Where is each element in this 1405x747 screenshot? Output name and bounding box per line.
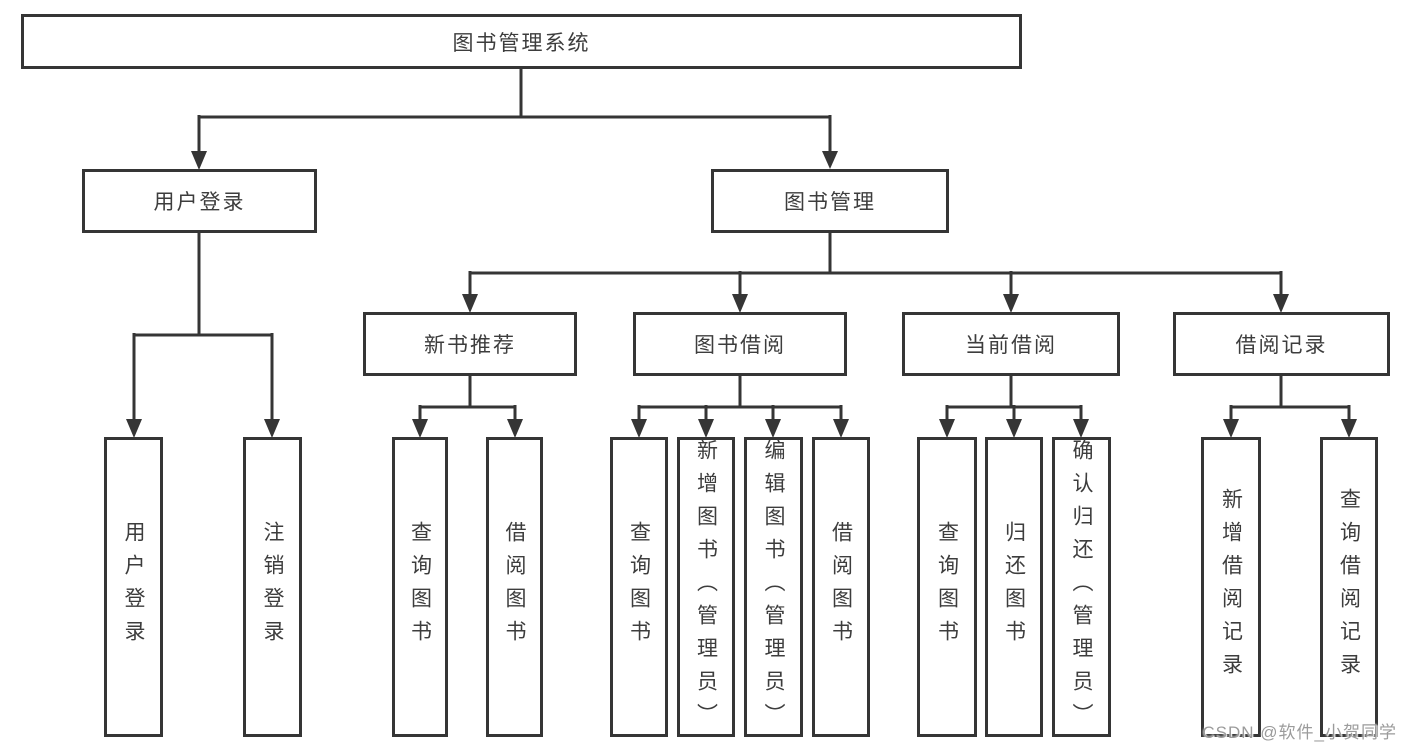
leaf-user-login: 用户登录 <box>104 437 163 737</box>
leaf-return-book: 归还图书 <box>985 437 1043 737</box>
node-user-login: 用户登录 <box>82 169 317 233</box>
arrowhead-icon <box>126 419 142 438</box>
csdn-watermark: CSDN @软件_小贺同学 <box>1202 723 1397 742</box>
arrowhead-icon <box>1341 419 1357 438</box>
arrowhead-icon <box>833 419 849 438</box>
leaf-query-book-borrow: 查询图书 <box>610 437 668 737</box>
leaf-label: 编辑图书（管理员） <box>762 438 785 736</box>
arrowhead-icon <box>822 151 838 169</box>
node-root: 图书管理系统 <box>21 14 1022 69</box>
leaf-query-book-recommend: 查询图书 <box>392 437 448 737</box>
arrowhead-icon <box>698 419 714 438</box>
leaf-label: 查询图书 <box>935 521 959 653</box>
node-book-management: 图书管理 <box>711 169 949 233</box>
arrowhead-icon <box>462 294 478 313</box>
leaf-label: 新增图书（管理员） <box>694 438 718 736</box>
arrowhead-icon <box>631 419 647 438</box>
leaf-borrow-book-recommend: 借阅图书 <box>486 437 543 737</box>
arrowhead-icon <box>1006 419 1022 438</box>
leaf-logout-login: 注销登录 <box>243 437 302 737</box>
leaf-label: 查询图书 <box>408 521 432 653</box>
leaf-label: 注销登录 <box>261 521 284 653</box>
leaf-confirm-return-admin: 确认归还（管理员） <box>1052 437 1111 737</box>
leaf-label: 借阅图书 <box>829 521 853 653</box>
arrowhead-icon <box>412 419 428 438</box>
arrowhead-icon <box>507 419 523 438</box>
leaf-label: 新增借阅记录 <box>1219 488 1243 686</box>
leaf-label: 用户登录 <box>122 521 145 653</box>
arrowhead-icon <box>1273 294 1289 313</box>
node-current-borrow: 当前借阅 <box>902 312 1120 376</box>
arrowhead-icon <box>765 419 781 438</box>
arrowhead-icon <box>1003 294 1019 313</box>
leaf-query-book-current: 查询图书 <box>917 437 977 737</box>
arrowhead-icon <box>191 151 207 170</box>
node-book-borrow: 图书借阅 <box>633 312 847 376</box>
leaf-edit-book-admin: 编辑图书（管理员） <box>744 437 803 737</box>
node-new-book-recommend: 新书推荐 <box>363 312 577 376</box>
arrowhead-icon <box>732 294 748 313</box>
leaf-label: 查询图书 <box>627 521 651 653</box>
leaf-label: 借阅图书 <box>503 521 526 653</box>
leaf-query-borrow-record: 查询借阅记录 <box>1320 437 1378 737</box>
arrowhead-icon <box>1223 419 1239 438</box>
leaf-label: 查询借阅记录 <box>1337 488 1361 686</box>
leaf-add-book-admin: 新增图书（管理员） <box>677 437 735 737</box>
arrowhead-icon <box>1073 419 1089 438</box>
leaf-label: 归还图书 <box>1002 521 1026 653</box>
leaf-add-borrow-record: 新增借阅记录 <box>1201 437 1261 737</box>
leaf-label: 确认归还（管理员） <box>1070 438 1093 736</box>
node-borrow-record: 借阅记录 <box>1173 312 1390 376</box>
arrowhead-icon <box>939 419 955 438</box>
leaf-borrow-book: 借阅图书 <box>812 437 870 737</box>
arrowhead-icon <box>264 419 280 438</box>
